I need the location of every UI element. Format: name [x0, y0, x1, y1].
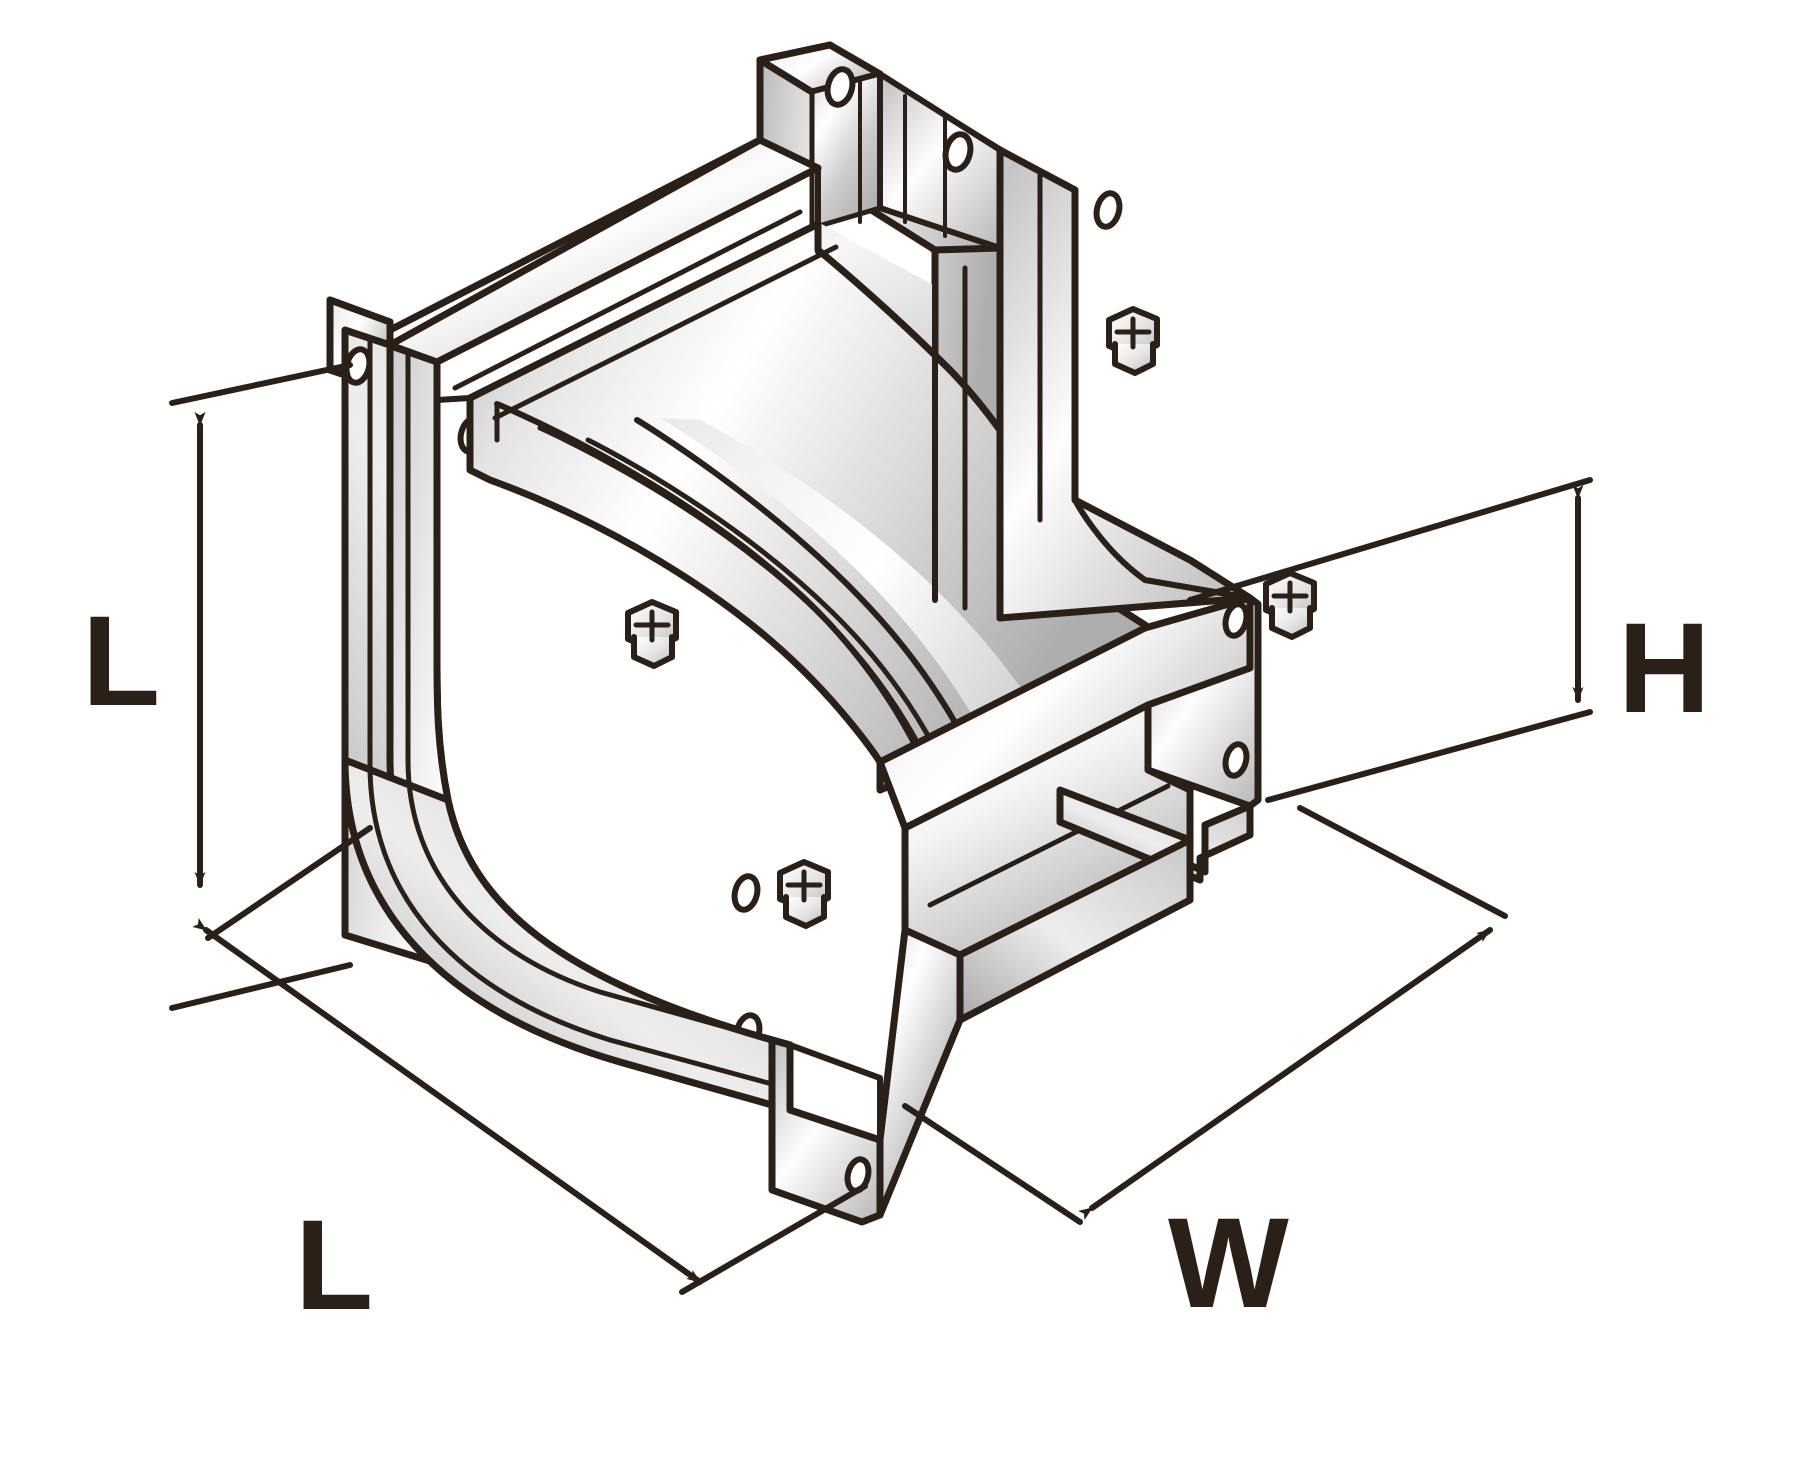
hex-bolt-4 [777, 859, 831, 929]
trunking-elbow-body [326, 41, 1317, 1226]
hex-bolt-3 [1263, 570, 1317, 640]
dimension-label-height: H [1618, 597, 1711, 740]
dimension-label-length-depth: L [295, 1194, 374, 1337]
hex-bolt-1 [625, 599, 679, 669]
dimension-height [1187, 477, 1593, 803]
dimension-length-depth [192, 825, 868, 1295]
hex-bolt-2 [1106, 306, 1160, 376]
dimension-label-width: W [1168, 1192, 1289, 1335]
dimension-width [902, 805, 1508, 1225]
dimension-length-vertical [169, 362, 353, 1011]
dimension-label-length-vertical: L [82, 590, 161, 733]
